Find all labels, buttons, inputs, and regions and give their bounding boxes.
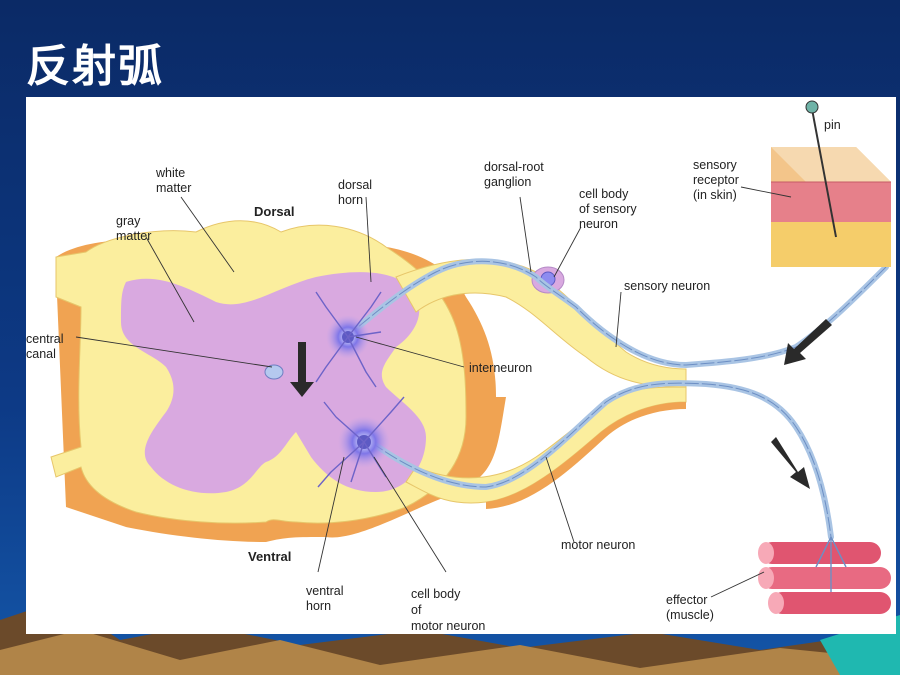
label-sensory-neuron: sensory neuron	[624, 279, 710, 293]
label-cell-body-sensory-1: cell body	[579, 187, 629, 201]
label-gray-matter-2: matter	[116, 229, 151, 243]
label-drg-1: dorsal-root	[484, 160, 544, 174]
label-cell-body-motor-3: motor neuron	[411, 619, 485, 633]
label-ventral-horn-1: ventral	[306, 584, 344, 598]
label-sensory-receptor-1: sensory	[693, 158, 738, 172]
reflex-arc-diagram: white matter gray matter Dorsal dorsal h…	[26, 100, 891, 633]
label-pin: pin	[824, 118, 841, 132]
label-effector-2: (muscle)	[666, 608, 714, 622]
label-sensory-receptor-3: (in skin)	[693, 188, 737, 202]
label-white-matter-2: matter	[156, 181, 191, 195]
label-white-matter-1: white	[155, 166, 185, 180]
label-dorsal-horn-1: dorsal	[338, 178, 372, 192]
label-ventral: Ventral	[248, 549, 291, 564]
pin	[805, 100, 837, 238]
label-ventral-horn-2: horn	[306, 599, 331, 613]
label-cell-body-motor-2: of	[411, 603, 422, 617]
label-dorsal: Dorsal	[254, 204, 294, 219]
label-central-canal-2: canal	[26, 347, 56, 361]
dorsal-root-branch	[395, 258, 687, 388]
down-arrow-cord	[290, 342, 314, 397]
label-gray-matter-1: gray	[116, 214, 141, 228]
label-central-canal-1: central	[26, 332, 64, 346]
motor-neuron-cell-body	[317, 396, 405, 488]
label-interneuron: interneuron	[469, 361, 532, 375]
ventral-root-branch	[405, 386, 687, 504]
label-sensory-receptor-2: receptor	[693, 173, 739, 187]
effector-muscle	[758, 536, 891, 614]
label-drg-2: ganglion	[484, 175, 531, 189]
arrow-skin	[784, 319, 832, 365]
label-cell-body-sensory-2: of sensory	[579, 202, 637, 216]
label-cell-body-motor-1: cell body	[411, 587, 461, 601]
diagram-panel: white matter gray matter Dorsal dorsal h…	[26, 97, 896, 634]
nerve-roots	[395, 258, 687, 509]
label-motor-neuron: motor neuron	[561, 538, 635, 552]
interneuron	[315, 291, 382, 388]
label-effector-1: effector	[666, 593, 707, 607]
label-cell-body-sensory-3: neuron	[579, 217, 618, 231]
slide-title: 反射弧	[26, 41, 164, 92]
arrow-muscle	[771, 437, 810, 489]
central-canal	[264, 364, 284, 380]
leader-lines	[75, 186, 792, 598]
label-dorsal-horn-2: horn	[338, 193, 363, 207]
